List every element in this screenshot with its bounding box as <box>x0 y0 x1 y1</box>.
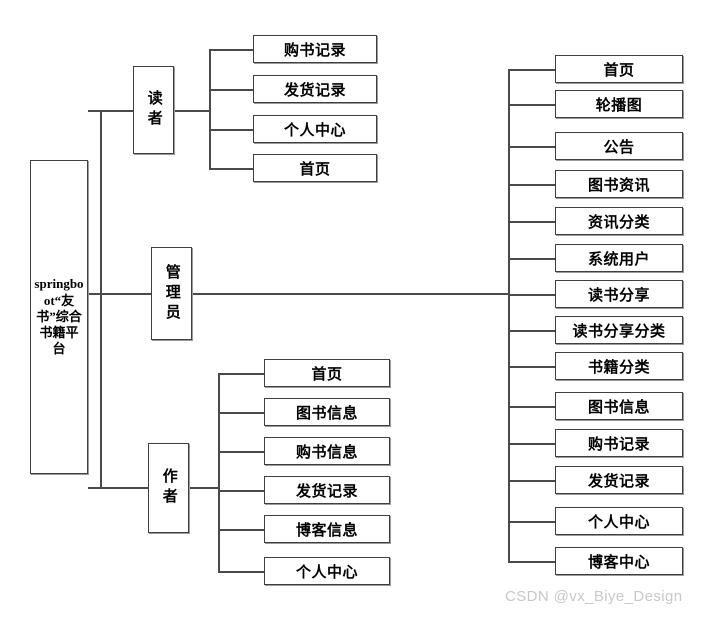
admin-leaf-8[interactable]: 书籍分类 <box>555 352 683 380</box>
watermark-text: CSDN @vx_Biye_Design <box>505 588 683 605</box>
branch-node-author[interactable]: 作者 <box>148 443 189 533</box>
line-trunk-to-author <box>100 487 150 489</box>
author-rail-vertical <box>218 373 220 573</box>
admin-leaf-13-label: 博客中心 <box>587 554 650 571</box>
author-leaf-0[interactable]: 首页 <box>264 359 390 387</box>
admin-leaf-connector-13 <box>508 561 556 563</box>
admin-leaf-10-label: 购书记录 <box>587 436 650 453</box>
admin-leaf-4-label: 资讯分类 <box>587 214 650 231</box>
admin-leaf-3-label: 图书资讯 <box>587 177 650 194</box>
admin-leaf-5-label: 系统用户 <box>587 251 650 268</box>
trunk-vertical-line <box>100 110 102 488</box>
admin-leaf-connector-8 <box>508 366 556 368</box>
reader-leaf-2-label: 个人中心 <box>283 122 346 139</box>
branch-node-admin-label: 管理员 <box>163 263 180 324</box>
admin-leaf-connector-5 <box>508 258 556 260</box>
author-leaf-connector-3 <box>218 490 265 492</box>
author-leaf-0-label: 首页 <box>311 366 343 383</box>
admin-leaf-connector-11 <box>508 480 556 482</box>
line-trunk-to-reader <box>100 110 134 112</box>
admin-leaf-2[interactable]: 公告 <box>555 132 683 160</box>
author-leaf-connector-5 <box>218 571 265 573</box>
admin-leaf-connector-9 <box>508 406 556 408</box>
reader-leaf-3[interactable]: 首页 <box>253 154 377 182</box>
admin-leaf-5[interactable]: 系统用户 <box>555 244 683 272</box>
admin-leaf-connector-2 <box>508 146 556 148</box>
admin-leaf-0[interactable]: 首页 <box>555 55 683 83</box>
admin-leaf-10[interactable]: 购书记录 <box>555 429 683 457</box>
reader-leaf-connector-0 <box>209 49 254 51</box>
author-leaf-2-label: 购书信息 <box>295 444 358 461</box>
admin-leaf-connector-4 <box>508 221 556 223</box>
line-trunk-to-admin <box>100 293 152 295</box>
reader-leaf-2[interactable]: 个人中心 <box>253 115 377 143</box>
admin-leaf-connector-3 <box>508 184 556 186</box>
admin-leaf-connector-12 <box>508 521 556 523</box>
admin-leaf-8-label: 书籍分类 <box>587 359 650 376</box>
admin-leaf-connector-7 <box>508 330 556 332</box>
admin-leaf-4[interactable]: 资讯分类 <box>555 207 683 235</box>
line-reader-to-rail <box>174 110 211 112</box>
admin-leaf-9[interactable]: 图书信息 <box>555 392 683 420</box>
admin-rail-vertical <box>508 69 510 562</box>
author-leaf-3[interactable]: 发货记录 <box>264 476 390 504</box>
admin-leaf-1-label: 轮播图 <box>595 97 643 114</box>
author-leaf-connector-0 <box>218 373 265 375</box>
reader-leaf-connector-2 <box>209 129 254 131</box>
admin-leaf-12[interactable]: 个人中心 <box>555 507 683 535</box>
admin-leaf-11[interactable]: 发货记录 <box>555 466 683 494</box>
root-to-admin-line <box>88 293 102 295</box>
admin-leaf-6-label: 读书分享 <box>587 287 650 304</box>
reader-leaf-connector-3 <box>209 168 254 170</box>
author-leaf-connector-4 <box>218 529 265 531</box>
admin-leaf-7-label: 读书分享分类 <box>572 323 666 340</box>
reader-leaf-1[interactable]: 发货记录 <box>253 75 377 103</box>
reader-leaf-1-label: 发货记录 <box>283 82 346 99</box>
admin-leaf-connector-10 <box>508 443 556 445</box>
reader-leaf-0[interactable]: 购书记录 <box>253 35 377 63</box>
admin-leaf-1[interactable]: 轮播图 <box>555 90 683 118</box>
branch-node-reader[interactable]: 读者 <box>133 66 174 154</box>
author-leaf-5-label: 个人中心 <box>295 564 358 581</box>
admin-leaf-0-label: 首页 <box>603 62 635 79</box>
reader-leaf-0-label: 购书记录 <box>283 42 346 59</box>
line-author-to-rail <box>189 487 220 489</box>
trunk-top-stub <box>88 110 102 112</box>
author-leaf-1[interactable]: 图书信息 <box>264 398 390 426</box>
root-node-label: springboot“友书”综合书籍平台 <box>34 276 84 357</box>
author-leaf-4[interactable]: 博客信息 <box>264 515 390 543</box>
reader-rail-vertical <box>209 49 211 170</box>
trunk-bottom-stub <box>88 487 102 489</box>
admin-leaf-2-label: 公告 <box>603 139 635 156</box>
branch-node-reader-label: 读者 <box>145 90 162 130</box>
branch-node-admin[interactable]: 管理员 <box>151 247 192 340</box>
admin-leaf-9-label: 图书信息 <box>587 399 650 416</box>
reader-leaf-connector-1 <box>209 89 254 91</box>
admin-leaf-connector-6 <box>508 294 556 296</box>
author-leaf-4-label: 博客信息 <box>295 522 358 539</box>
admin-leaf-7[interactable]: 读书分享分类 <box>555 316 683 344</box>
root-node-platform[interactable]: springboot“友书”综合书籍平台 <box>30 160 88 474</box>
admin-leaf-6[interactable]: 读书分享 <box>555 280 683 308</box>
author-leaf-3-label: 发货记录 <box>295 483 358 500</box>
line-admin-to-rail <box>192 293 510 295</box>
branch-node-author-label: 作者 <box>160 468 177 508</box>
author-leaf-connector-2 <box>218 451 265 453</box>
author-leaf-5[interactable]: 个人中心 <box>264 557 390 585</box>
reader-leaf-3-label: 首页 <box>299 161 331 178</box>
admin-leaf-13[interactable]: 博客中心 <box>555 547 683 575</box>
admin-leaf-connector-0 <box>508 69 556 71</box>
admin-leaf-connector-1 <box>508 104 556 106</box>
author-leaf-1-label: 图书信息 <box>295 405 358 422</box>
admin-leaf-12-label: 个人中心 <box>587 514 650 531</box>
admin-leaf-3[interactable]: 图书资讯 <box>555 170 683 198</box>
author-leaf-2[interactable]: 购书信息 <box>264 437 390 465</box>
author-leaf-connector-1 <box>218 412 265 414</box>
admin-leaf-11-label: 发货记录 <box>587 473 650 490</box>
